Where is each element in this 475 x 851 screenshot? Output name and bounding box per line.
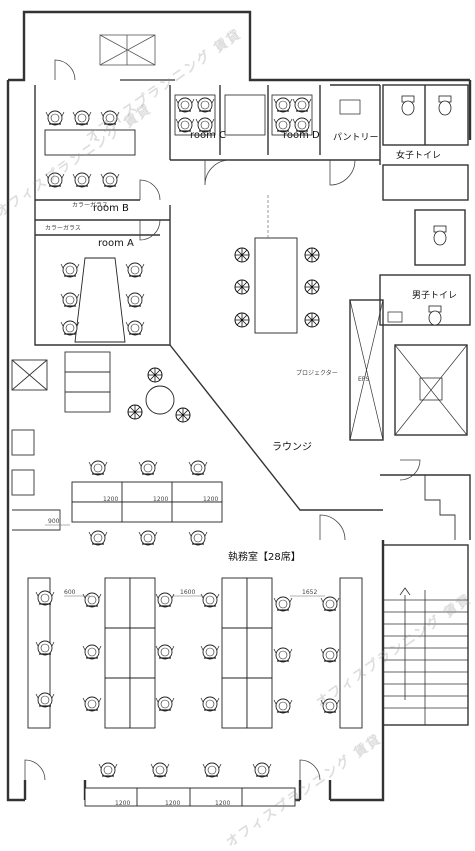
meeting-rooms bbox=[34, 85, 381, 346]
dim-1200-e: 1200 bbox=[165, 800, 181, 807]
dim-1200-b: 1200 bbox=[153, 496, 169, 503]
room-a-label: room A bbox=[98, 238, 134, 249]
office-desks bbox=[27, 481, 363, 807]
core bbox=[330, 84, 471, 540]
dim-1600: 1600 bbox=[180, 589, 196, 596]
pantry-label: パントリー bbox=[333, 133, 379, 143]
dim-1652: 1652 bbox=[302, 589, 318, 596]
room-b-label: room B bbox=[93, 203, 129, 214]
dim-900: 900 bbox=[48, 518, 60, 525]
lounge-label: ラウンジ bbox=[272, 442, 312, 453]
toilet-fixtures bbox=[339, 95, 452, 326]
dim-1200-a: 1200 bbox=[103, 496, 119, 503]
room-d-label: room D bbox=[283, 130, 320, 141]
dim-1200-f: 1200 bbox=[215, 800, 231, 807]
room-c-label: room C bbox=[190, 130, 227, 141]
dim-1200-d: 1200 bbox=[115, 800, 131, 807]
color-glass-note-2: カラーガラス bbox=[45, 225, 81, 232]
window-balcony bbox=[99, 34, 175, 81]
stairs bbox=[382, 544, 469, 726]
dimension-lines bbox=[45, 524, 325, 597]
projector-note: プロジェクター bbox=[296, 370, 338, 377]
mens-toilet-label: 男子トイレ bbox=[412, 291, 458, 301]
color-glass-note-1: カラーガラス bbox=[72, 202, 108, 209]
lounge bbox=[127, 195, 383, 511]
room-b-furniture bbox=[44, 110, 136, 188]
room-a-furniture bbox=[60, 257, 145, 343]
room-cd-furniture bbox=[174, 94, 313, 136]
office-label: 執務室【28席】 bbox=[228, 552, 301, 563]
left-storage bbox=[11, 351, 111, 531]
womens-toilet-label: 女子トイレ bbox=[396, 151, 442, 161]
dim-600: 600 bbox=[64, 589, 76, 596]
eps-label: EPS bbox=[358, 376, 370, 383]
door-swings bbox=[24, 59, 421, 781]
dim-1200-c: 1200 bbox=[203, 496, 219, 503]
